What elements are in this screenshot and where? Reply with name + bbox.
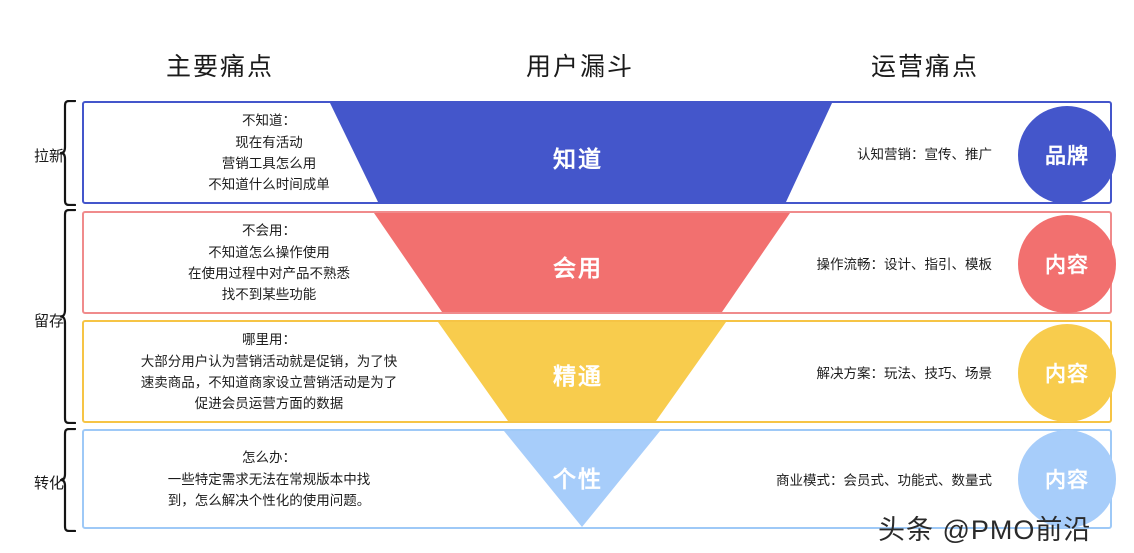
ops-point-text-block: 认知营销：宣传、推广	[857, 103, 992, 202]
pain-point-text-block: 怎么办： 一些特定需求无法在常规版本中找 到，怎么解决个性化的使用问题。	[104, 431, 434, 527]
pain-line: 不会用：	[242, 223, 296, 238]
badge-circle-content-3: 内容	[1018, 430, 1116, 528]
pain-line: 在使用过程中对产品不熟悉	[188, 266, 350, 281]
funnel-label-personal: 个性	[553, 466, 603, 492]
stage-label-retention: 留存	[33, 313, 64, 330]
funnel-label-proficient: 精通	[553, 363, 603, 389]
stage-label-acquisition: 拉新	[33, 148, 64, 165]
stage-label-conversion: 转化	[33, 475, 64, 492]
funnel-label-canuse: 会用	[553, 255, 603, 281]
brace-retention-icon	[60, 209, 76, 424]
pain-line: 到，怎么解决个性化的使用问题。	[167, 493, 371, 508]
pain-line: 不知道什么时间成单	[208, 177, 330, 192]
ops-point-text-block: 操作流畅：设计、指引、模板	[817, 213, 993, 312]
pain-line: 大部分用户认为营销活动就是促销，为了快	[140, 354, 398, 369]
pain-line: 促进会员运营方面的数据	[194, 396, 344, 411]
badge-circle-brand: 品牌	[1018, 106, 1116, 204]
pain-line: 现在有活动	[235, 135, 303, 150]
pain-line: 一些特定需求无法在常规版本中找	[167, 472, 371, 487]
column-header-user-funnel: 用户漏斗	[525, 53, 634, 81]
brace-acquisition-icon	[60, 100, 76, 206]
ops-line: 认知营销：宣传、推广	[857, 146, 992, 162]
pain-point-text-block: 不知道： 现在有活动 营销工具怎么用 不知道什么时间成单	[104, 103, 434, 202]
watermark: 头条 @PMO前沿	[878, 515, 1092, 545]
funnel-label-know: 知道	[553, 146, 603, 172]
pain-line: 哪里用：	[242, 332, 296, 347]
pain-line: 找不到某些功能	[221, 287, 317, 302]
ops-line: 解决方案：玩法、技巧、场景	[816, 365, 993, 381]
pain-line: 营销工具怎么用	[221, 156, 317, 171]
column-header-pain-points: 主要痛点	[165, 53, 274, 81]
pain-point-text-block: 哪里用： 大部分用户认为营销活动就是促销，为了快 速卖商品，不知道商家设立营销活…	[104, 322, 434, 421]
pain-line: 怎么办：	[242, 450, 296, 465]
pain-point-text-block: 不会用： 不知道怎么操作使用 在使用过程中对产品不熟悉 找不到某些功能	[104, 213, 434, 312]
badge-circle-content-1: 内容	[1018, 215, 1116, 313]
pain-line: 不知道：	[242, 113, 296, 128]
brace-conversion-icon	[60, 428, 76, 532]
badge-circle-content-2: 内容	[1018, 324, 1116, 422]
pain-line: 不知道怎么操作使用	[208, 245, 330, 260]
ops-line: 操作流畅：设计、指引、模板	[816, 256, 993, 272]
pain-line: 速卖商品，不知道商家设立营销活动是为了	[140, 375, 398, 390]
ops-line: 商业模式：会员式、功能式、数量式	[776, 473, 992, 488]
ops-point-text-block: 解决方案：玩法、技巧、场景	[817, 322, 993, 421]
ops-point-text-block: 商业模式：会员式、功能式、数量式	[776, 431, 992, 527]
column-header-operation-pain-points: 运营痛点	[870, 53, 979, 81]
